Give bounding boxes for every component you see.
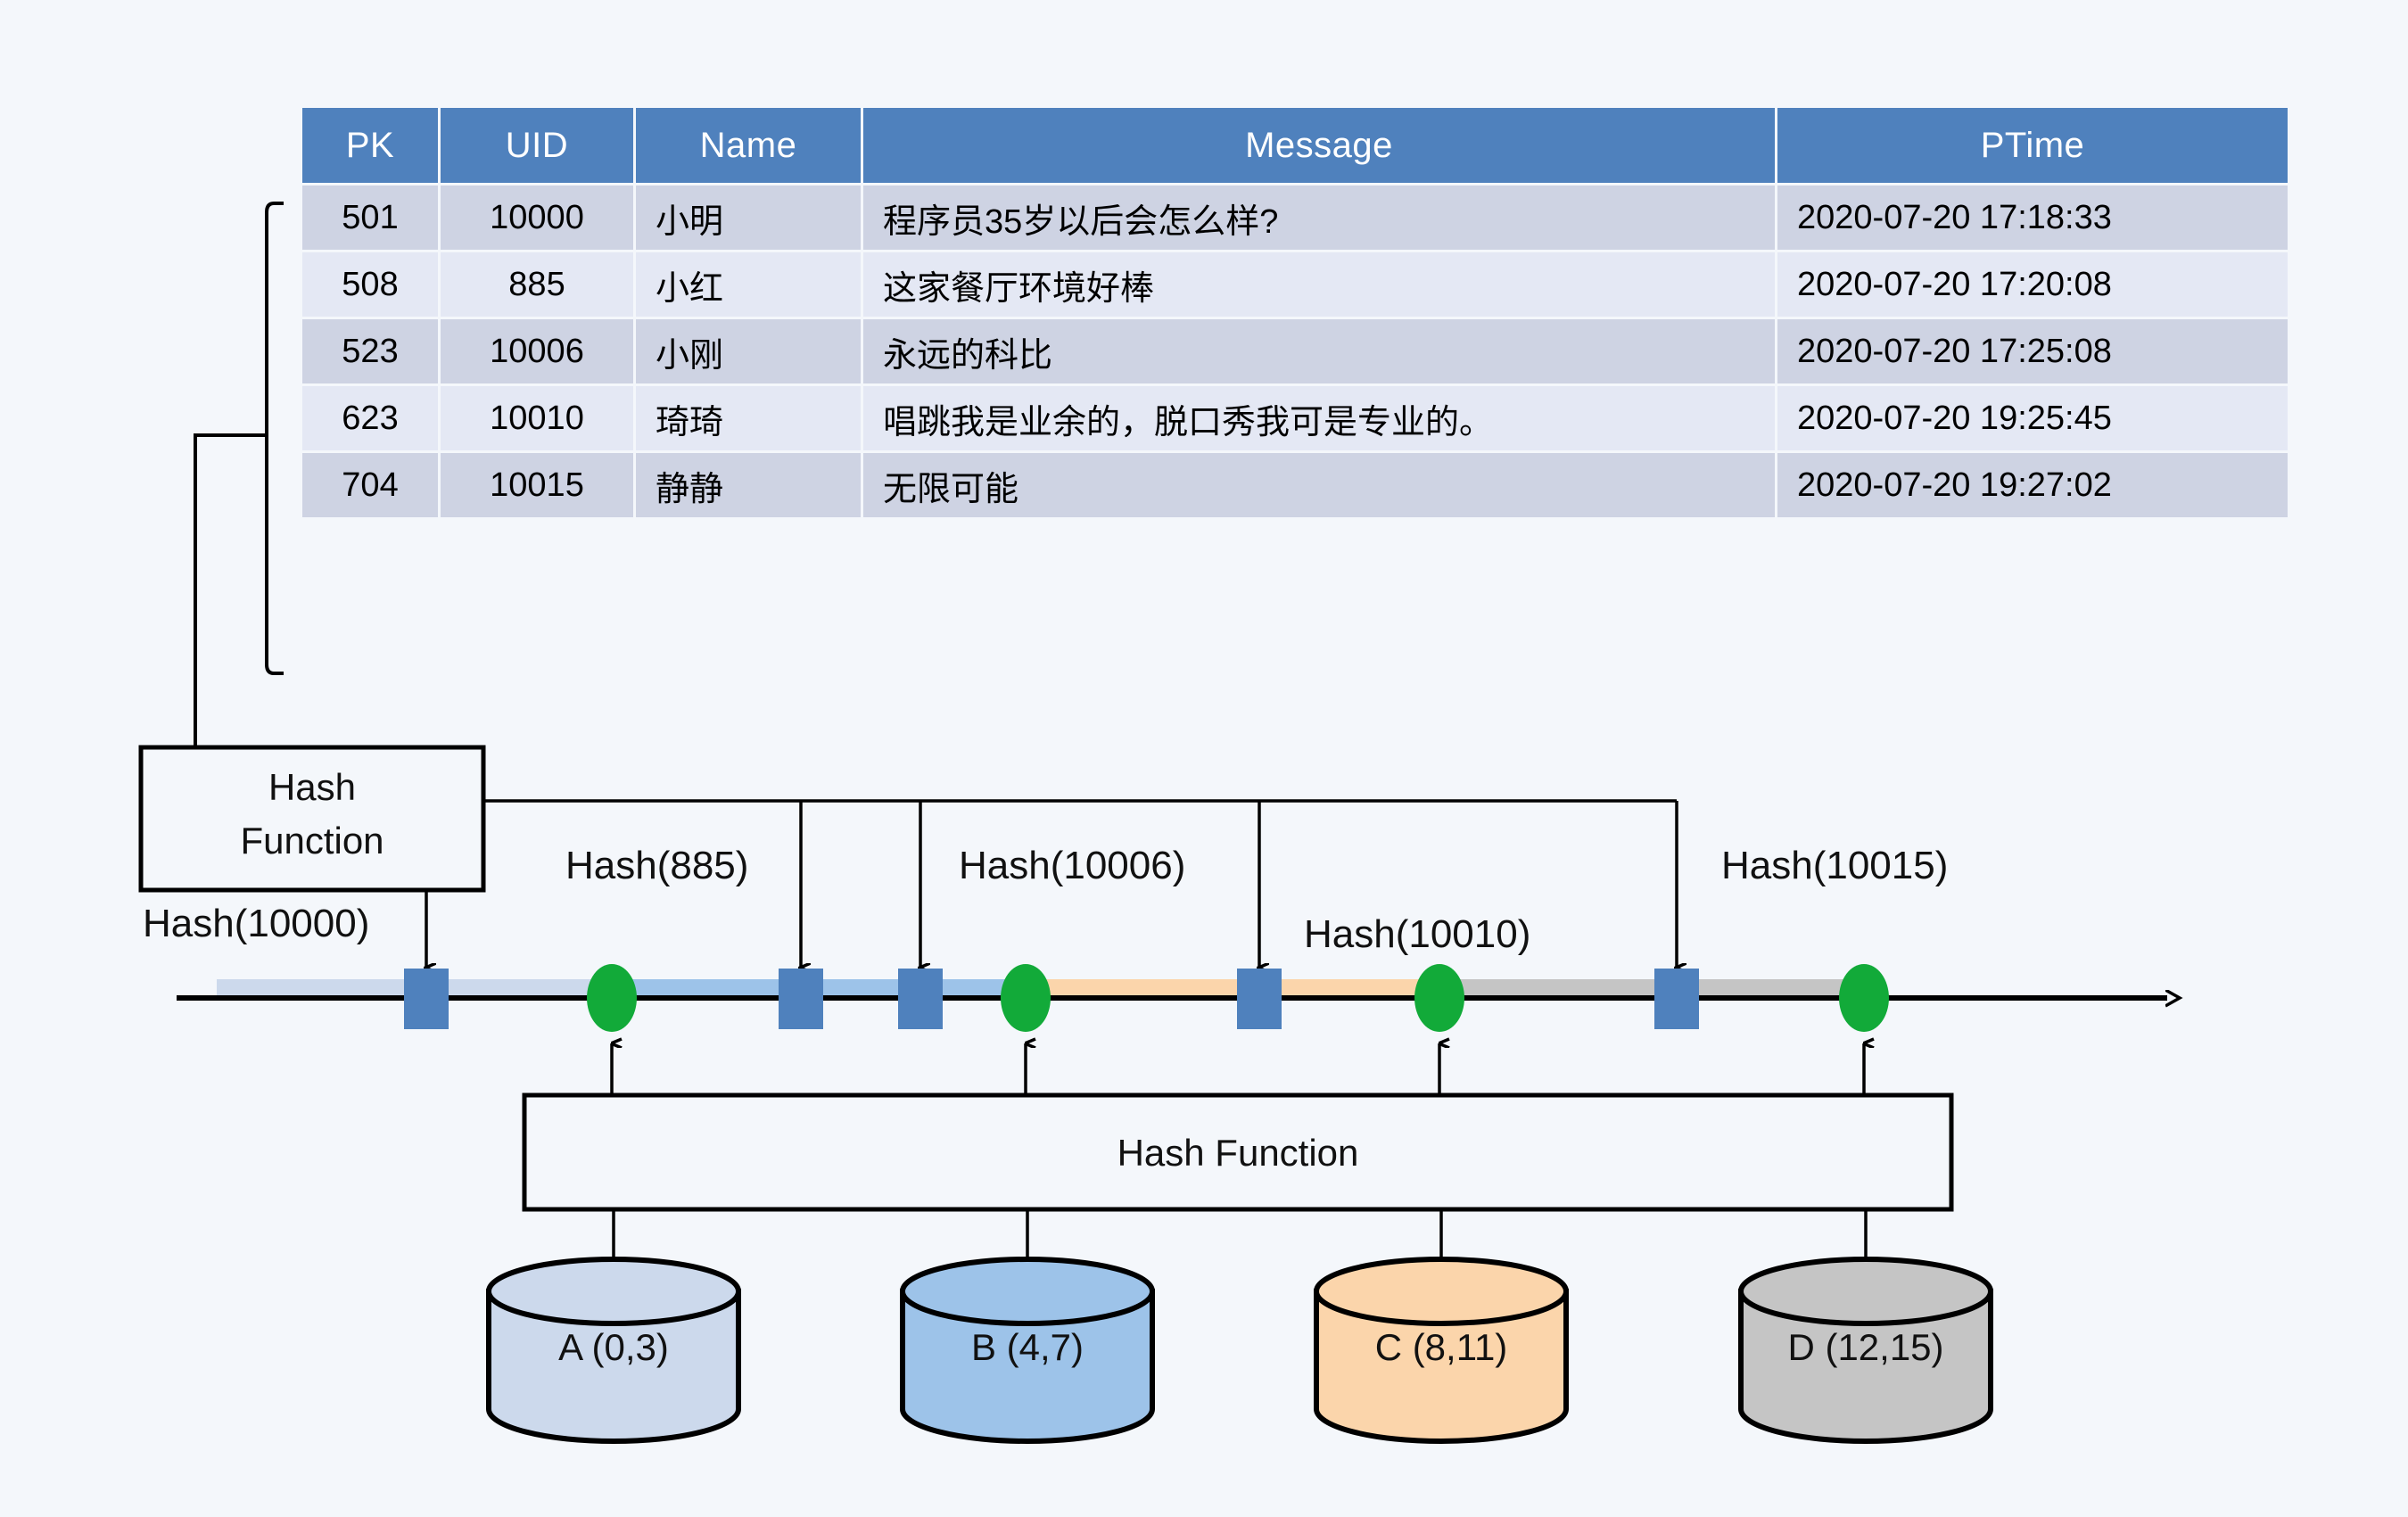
node-marker-c <box>1414 964 1464 1032</box>
cell-uid: 10010 <box>441 386 633 450</box>
node-markers <box>587 964 1889 1032</box>
cell-uid: 10000 <box>441 186 633 250</box>
hash-label-885: Hash(885) <box>565 844 748 887</box>
database-stems <box>612 1209 1868 1266</box>
database-c: C (8,11) <box>1314 1257 1569 1444</box>
message-table: PK UID Name Message PTime 501 10000 小明 程… <box>300 105 2290 520</box>
hash-function-box-line1: Hash <box>268 766 356 808</box>
segment-c <box>1026 979 1439 999</box>
cell-message: 无限可能 <box>863 453 1775 517</box>
database-b-label: B (4,7) <box>971 1326 1084 1368</box>
cell-name: 小刚 <box>636 319 861 383</box>
cell-ptime: 2020-07-20 19:25:45 <box>1777 386 2288 450</box>
key-marker-885 <box>779 969 823 1029</box>
node-marker-a <box>587 964 637 1032</box>
cell-uid: 10015 <box>441 453 633 517</box>
column-header-name: Name <box>636 108 861 183</box>
database-b: B (4,7) <box>900 1257 1155 1444</box>
node-marker-d <box>1839 964 1889 1032</box>
key-markers <box>404 969 1699 1029</box>
table-row: 704 10015 静静 无限可能 2020-07-20 19:27:02 <box>302 453 2288 517</box>
cell-name: 静静 <box>636 453 861 517</box>
cell-uid: 10006 <box>441 319 633 383</box>
cell-name: 小红 <box>636 252 861 317</box>
hash-function-box: Hash Function <box>138 745 486 893</box>
cell-ptime: 2020-07-20 17:18:33 <box>1777 186 2288 250</box>
column-header-uid: UID <box>441 108 633 183</box>
column-header-ptime: PTime <box>1777 108 2288 183</box>
cell-uid: 885 <box>441 252 633 317</box>
cell-message: 唱跳我是业余的，脱口秀我可是专业的。 <box>863 386 1775 450</box>
key-marker-10015 <box>1654 969 1699 1029</box>
cell-message: 程序员35岁以后会怎么样? <box>863 186 1775 250</box>
database-a-label: A (0,3) <box>558 1326 669 1368</box>
column-header-message: Message <box>863 108 1775 183</box>
key-marker-10000 <box>404 969 449 1029</box>
key-marker-10010 <box>1237 969 1282 1029</box>
key-marker-10006 <box>898 969 943 1029</box>
cell-pk: 501 <box>302 186 438 250</box>
database-d-label: D (12,15) <box>1787 1326 1943 1368</box>
table-row: 508 885 小红 这家餐厅环境好棒 2020-07-20 17:20:08 <box>302 252 2288 317</box>
cell-message: 这家餐厅环境好棒 <box>863 252 1775 317</box>
table-row-bracket <box>194 202 284 747</box>
database-d: D (12,15) <box>1738 1257 1993 1444</box>
hash-label-10010: Hash(10010) <box>1304 912 1530 956</box>
hash-function-bar-label: Hash Function <box>1117 1132 1359 1174</box>
cell-name: 小明 <box>636 186 861 250</box>
cell-ptime: 2020-07-20 19:27:02 <box>1777 453 2288 517</box>
hash-output-connectors <box>426 799 1677 968</box>
table-row: 501 10000 小明 程序员35岁以后会怎么样? 2020-07-20 17… <box>302 186 2288 250</box>
table-row: 623 10010 琦琦 唱跳我是业余的，脱口秀我可是专业的。 2020-07-… <box>302 386 2288 450</box>
hash-label-10006: Hash(10006) <box>959 844 1185 887</box>
table-header-row: PK UID Name Message PTime <box>302 108 2288 183</box>
hash-label-10015: Hash(10015) <box>1721 844 1948 887</box>
node-marker-b <box>1001 964 1051 1032</box>
segment-d <box>1439 979 1864 999</box>
cell-name: 琦琦 <box>636 386 861 450</box>
cell-pk: 623 <box>302 386 438 450</box>
hash-function-box-line2: Function <box>240 820 383 862</box>
column-header-pk: PK <box>302 108 438 183</box>
cell-pk: 523 <box>302 319 438 383</box>
cell-ptime: 2020-07-20 17:25:08 <box>1777 319 2288 383</box>
database-c-label: C (8,11) <box>1375 1326 1508 1368</box>
cell-pk: 508 <box>302 252 438 317</box>
hash-label-10000: Hash(10000) <box>143 902 369 945</box>
cell-ptime: 2020-07-20 17:20:08 <box>1777 252 2288 317</box>
database-a: A (0,3) <box>486 1257 741 1444</box>
table-row: 523 10006 小刚 永远的科比 2020-07-20 17:25:08 <box>302 319 2288 383</box>
cell-message: 永远的科比 <box>863 319 1775 383</box>
hash-function-bar: Hash Function <box>522 1092 1954 1212</box>
cell-pk: 704 <box>302 453 438 517</box>
node-hash-connectors <box>610 1043 1864 1095</box>
